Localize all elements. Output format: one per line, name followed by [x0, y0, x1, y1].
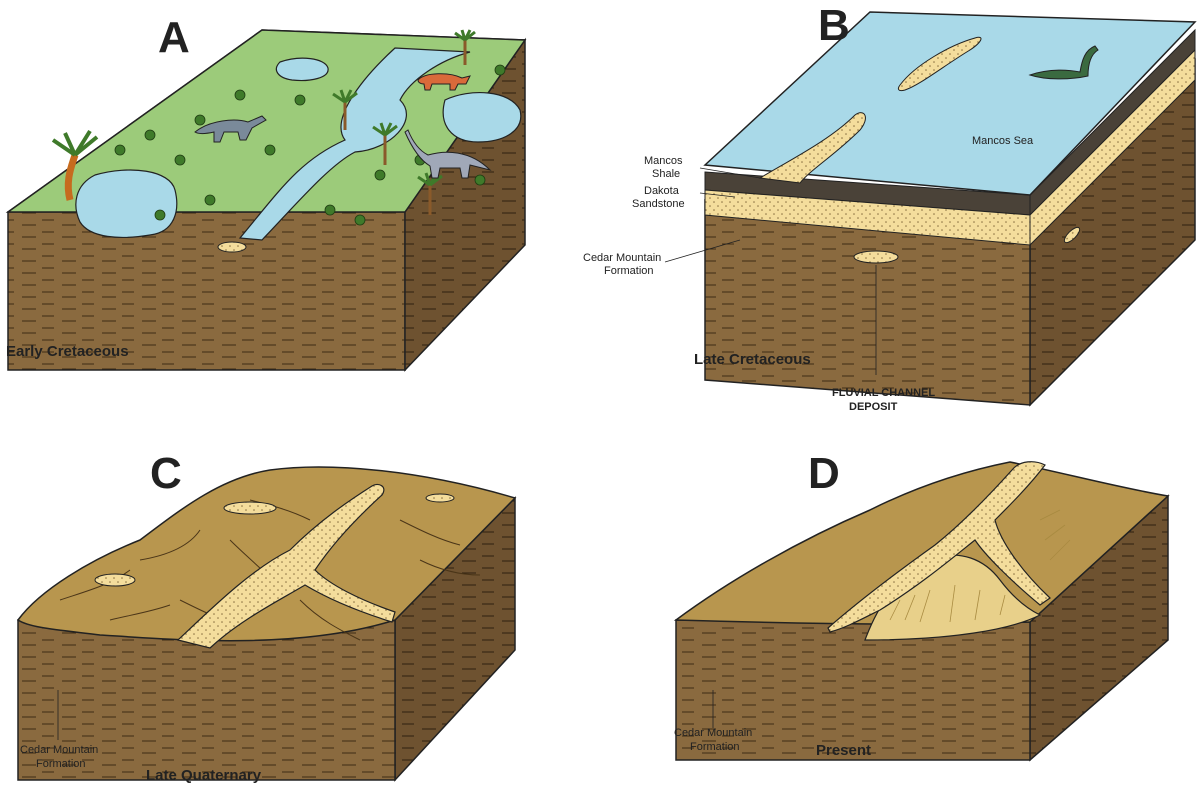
ankylosaur-icon	[417, 73, 471, 91]
panel-b-label-sandstone: Sandstone	[632, 198, 685, 210]
panel-b-letter: B	[818, 1, 850, 50]
panel-c-mesa-cap-left	[94, 573, 136, 587]
panel-b-cedar-leader	[664, 239, 741, 263]
panel-b-dakota-leader	[699, 192, 736, 198]
panel-b-label-dakota: Dakota	[644, 185, 680, 197]
panel-a-caption: Early Cretaceous	[6, 343, 129, 360]
plesiosaur-icon	[1028, 45, 1099, 80]
panel-c-label-formation: Formation	[36, 758, 86, 770]
panel-b: B Mancos Shale Dakota Sandstone Cedar Mo…	[583, 1, 1197, 413]
panel-d-inverted-channel-ridge	[827, 461, 1051, 633]
panel-b-label-mancos: Mancos	[644, 155, 683, 167]
panel-a-palm-trees	[51, 29, 476, 215]
panel-c-channel-ridge	[176, 483, 396, 649]
sauropod-icon	[404, 129, 492, 179]
panel-d: D Cedar Mountain Formation Present	[673, 449, 1170, 762]
panel-a-lake-right	[442, 91, 522, 143]
panel-c-mesa-cap-right	[425, 493, 455, 503]
panel-b-label-deposit: DEPOSIT	[849, 401, 898, 413]
panel-d-caption: Present	[816, 742, 871, 759]
panel-d-label-cedar: Cedar Mountain	[674, 727, 752, 739]
panel-b-label-formation: Formation	[604, 265, 654, 277]
panel-a-river	[238, 47, 471, 241]
panel-b-label-shale: Shale	[652, 168, 680, 180]
panel-a-lake-left	[75, 169, 178, 239]
palm-tree-icon	[454, 29, 476, 65]
panel-d-label-formation: Formation	[690, 741, 740, 753]
panel-c-mesa-cap-center	[223, 501, 277, 515]
dinosaur-icon	[194, 115, 267, 143]
panel-a-channel-deposit	[217, 241, 247, 253]
panel-d-cliff-hachures	[889, 509, 1071, 623]
panel-c: C Cedar Mountain Formation Late Quaterna…	[16, 449, 517, 784]
panel-a-vegetation	[114, 64, 506, 226]
panel-b-side-channel-deposit	[1063, 226, 1081, 244]
palm-tree-icon	[51, 129, 99, 201]
panel-c-caption: Late Quaternary	[146, 767, 262, 784]
panel-c-letter: C	[150, 449, 182, 498]
panel-a-lake-top	[275, 57, 329, 82]
panel-c-label-cedar: Cedar Mountain	[20, 744, 98, 756]
panel-b-sandbar-shore	[758, 112, 866, 184]
panel-b-fluvial-channel-deposit	[853, 250, 899, 264]
panel-a-letter: A	[158, 13, 190, 62]
palm-tree-icon	[332, 89, 358, 130]
panel-b-label-sea: Mancos Sea	[972, 135, 1034, 147]
panel-b-caption: Late Cretaceous	[694, 351, 811, 368]
panel-b-side-sandstone	[1029, 48, 1196, 247]
palm-tree-icon	[417, 172, 443, 215]
panel-d-letter: D	[808, 449, 840, 498]
palm-tree-icon	[372, 122, 398, 165]
panel-b-label-fluvial: FLUVIAL CHANNEL	[832, 387, 935, 399]
panel-b-sandbar-long	[897, 36, 982, 92]
panel-b-shale-leader	[699, 167, 761, 179]
panel-b-label-cedar: Cedar Mountain	[583, 252, 661, 264]
panel-a: A Early Cretaceous	[5, 13, 527, 372]
panel-c-eroded-surface	[16, 466, 517, 642]
panel-c-erosion-gullies	[59, 499, 481, 641]
panel-d-front-face	[675, 619, 1031, 761]
